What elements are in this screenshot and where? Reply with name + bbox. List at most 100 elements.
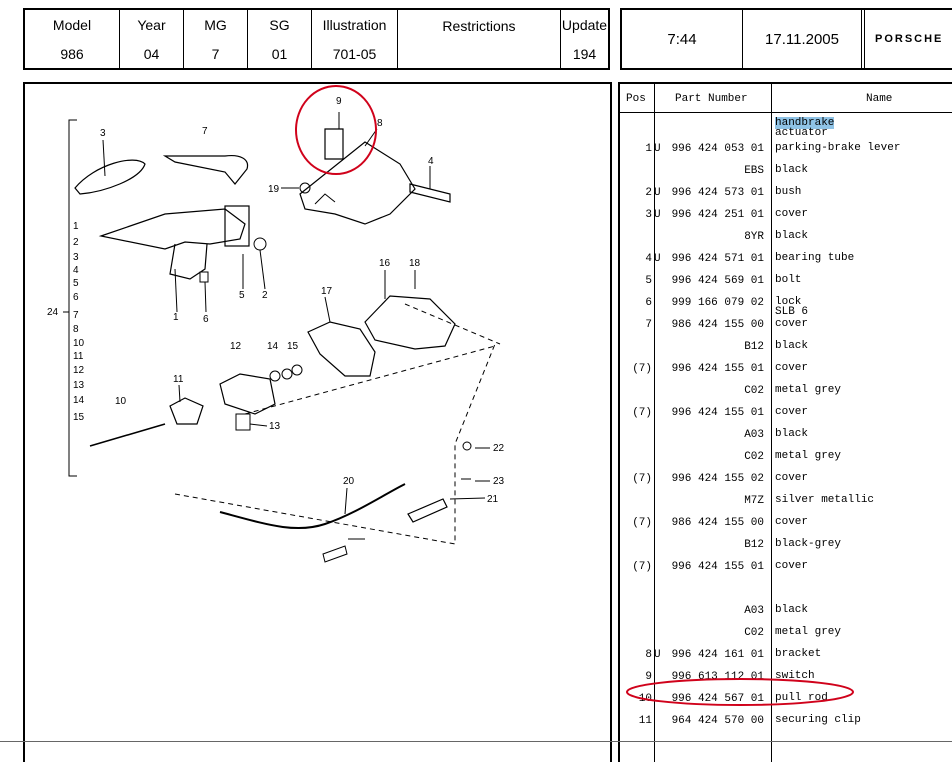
row-name-text: silver metallic xyxy=(775,494,875,506)
parts-list-header: Pos Part Number Name xyxy=(620,84,952,113)
row-part-number: 996 424 155 01 xyxy=(671,407,764,419)
row-name: metal grey xyxy=(775,384,842,396)
row-part-number: 996 424 573 01 xyxy=(671,187,764,199)
part-8-bracket xyxy=(299,141,416,225)
row-name: cover xyxy=(775,406,809,418)
row-name-text: cover xyxy=(775,406,809,418)
group-title: handbrake xyxy=(775,117,835,129)
row-name-text: switch xyxy=(775,670,815,682)
row-part-number: 996 424 251 01 xyxy=(671,209,764,221)
svg-text:17: 17 xyxy=(321,286,333,297)
row-part-number: 986 424 155 00 xyxy=(671,517,764,529)
row-name: black xyxy=(775,605,808,616)
part-16-housing xyxy=(364,295,456,350)
part-21 xyxy=(407,498,448,523)
svg-text:13: 13 xyxy=(73,380,85,391)
svg-text:4: 4 xyxy=(428,156,434,167)
svg-text:15: 15 xyxy=(287,341,299,352)
row-name-text: black xyxy=(775,428,809,440)
svg-text:15: 15 xyxy=(73,412,85,423)
row-pos: (7) xyxy=(632,517,652,529)
svg-text:23: 23 xyxy=(493,476,505,487)
part-13 xyxy=(235,413,251,431)
svg-text:6: 6 xyxy=(203,314,209,325)
row-pos: (7) xyxy=(632,363,652,375)
row-name-text: lock xyxy=(775,296,802,308)
svg-text:9: 9 xyxy=(336,96,342,107)
illustration-label: Illustration xyxy=(322,16,387,33)
row-name-text: metal grey xyxy=(775,384,842,396)
header-time-table: 7:44 17.11.2005 PORSCHE xyxy=(620,8,952,70)
row-name: switch xyxy=(775,670,815,682)
group-heading-row: handbrake actuator xyxy=(620,117,952,140)
part-19-nut xyxy=(299,182,311,194)
row-part-number: C02 xyxy=(744,385,764,397)
row-9-highlight-circle xyxy=(626,678,854,706)
bracket-label-24: 24 xyxy=(47,307,59,318)
page-bottom-rule xyxy=(0,741,952,742)
part-12-housing xyxy=(219,373,276,415)
svg-text:10: 10 xyxy=(115,396,127,407)
svg-text:8: 8 xyxy=(73,324,79,335)
row-name-text: black xyxy=(775,340,809,352)
sg-value: 01 xyxy=(271,45,288,62)
col-header-pos: Pos xyxy=(626,93,646,105)
row-name: cover xyxy=(775,473,808,484)
row-name-text: cover xyxy=(775,362,809,374)
row-part-number: 999 166 079 02 xyxy=(671,297,764,309)
row-name: bearing tube xyxy=(775,253,854,264)
row-pos: 6 xyxy=(645,297,652,309)
svg-text:19: 19 xyxy=(268,184,280,195)
table-row: C02 metal grey xyxy=(620,448,952,470)
part-9-switch xyxy=(324,128,344,160)
group-subtitle: actuator xyxy=(775,127,828,139)
row-name-text: bracket xyxy=(775,648,822,660)
row-name-text: cover xyxy=(775,208,809,220)
part-17-gasket xyxy=(307,321,376,377)
row-pos: (7) xyxy=(632,473,652,485)
row-name-text: metal grey xyxy=(775,450,842,462)
illustration-cell: Illustration 701-05 xyxy=(312,10,398,68)
row-pos: 1 xyxy=(645,143,652,155)
row-name: bolt xyxy=(775,274,802,286)
svg-text:2: 2 xyxy=(262,290,268,301)
row-part-number: 996 424 571 01 xyxy=(671,253,764,265)
row-name: cover xyxy=(775,362,809,374)
row-name-detail: SLB 6 xyxy=(775,306,809,318)
row-part-number: 996 424 161 01 xyxy=(671,649,764,661)
part-7-cover xyxy=(162,154,249,185)
row-name: black xyxy=(775,428,809,440)
row-name: black xyxy=(775,230,809,242)
mg-cell: MG 7 xyxy=(184,10,248,68)
row-name: black xyxy=(775,165,808,176)
model-cell: Model 986 xyxy=(25,10,120,68)
row-name: metal grey xyxy=(775,450,842,462)
restrictions-label: Restrictions xyxy=(442,18,516,34)
row-name: parking-brake lever xyxy=(775,142,901,154)
update-label: Update xyxy=(561,16,608,33)
row-pos: 4 xyxy=(645,253,652,265)
time-cell: 7:44 xyxy=(622,10,743,68)
model-value: 986 xyxy=(60,45,84,62)
svg-text:16: 16 xyxy=(379,258,391,269)
svg-text:7: 7 xyxy=(202,126,208,137)
row-part-number: A03 xyxy=(744,429,764,441)
row-u-flag: U xyxy=(654,187,661,199)
row-name: black xyxy=(775,340,809,352)
row-part-number: 996 424 569 01 xyxy=(671,275,764,287)
mg-value: 7 xyxy=(211,45,220,62)
row-part-number: C02 xyxy=(744,451,764,463)
row-name-text: black xyxy=(775,230,809,242)
row-name-text: bolt xyxy=(775,274,802,286)
update-value: 194 xyxy=(572,45,597,62)
svg-text:21: 21 xyxy=(487,494,499,505)
row-name-text: parking-brake lever xyxy=(775,142,901,154)
row-part-number: 996 424 155 02 xyxy=(671,473,764,485)
row-pos: (7) xyxy=(632,561,652,573)
